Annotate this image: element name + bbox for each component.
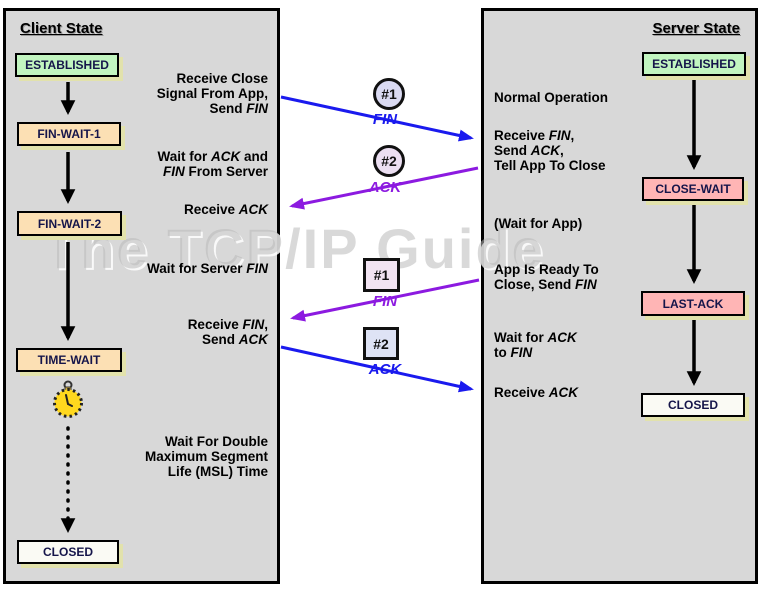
server-note-receive-ack: Receive ACK <box>494 385 579 400</box>
client-state-time-wait: TIME-WAIT <box>16 348 122 372</box>
client-note-wait-server-fin: Wait for Server FIN <box>146 261 268 276</box>
server-state-last-ack: LAST-ACK <box>641 291 745 316</box>
arrow-fin-server-to-client <box>290 278 480 322</box>
client-state-panel <box>3 8 280 584</box>
message-badge-1-square: #1 <box>363 258 400 292</box>
server-panel-title: Server State <box>652 20 740 37</box>
server-note-normal-operation: Normal Operation <box>494 90 609 105</box>
message-badge-1-circle: #1 <box>373 78 405 110</box>
server-state-closed: CLOSED <box>641 393 745 417</box>
message-badge-2-circle: #2 <box>373 145 405 177</box>
client-panel-title: Client State <box>20 20 103 37</box>
message-badge-2-square: #2 <box>363 327 399 360</box>
arrow-ack-server-to-client <box>289 166 479 210</box>
server-state-established: ESTABLISHED <box>642 52 746 76</box>
client-state-fin-wait-2: FIN-WAIT-2 <box>17 211 122 236</box>
client-state-fin-wait-1: FIN-WAIT-1 <box>17 122 121 146</box>
stopwatch-icon <box>53 380 83 418</box>
client-note-receive-ack: Receive ACK <box>183 202 268 217</box>
client-state-established: ESTABLISHED <box>15 53 119 77</box>
arrow-fin-client-to-server <box>280 95 474 142</box>
arrow-ack-client-to-server <box>280 345 474 393</box>
server-note-receive-fin: Receive FIN,Send ACK,Tell App To Close <box>494 128 606 173</box>
client-state-closed: CLOSED <box>17 540 119 564</box>
server-note-wait-for-app: (Wait for App) <box>494 216 583 231</box>
server-state-close-wait: CLOSE-WAIT <box>642 177 744 201</box>
client-note-receive-fin-send-ack: Receive FIN,Send ACK <box>187 317 268 347</box>
